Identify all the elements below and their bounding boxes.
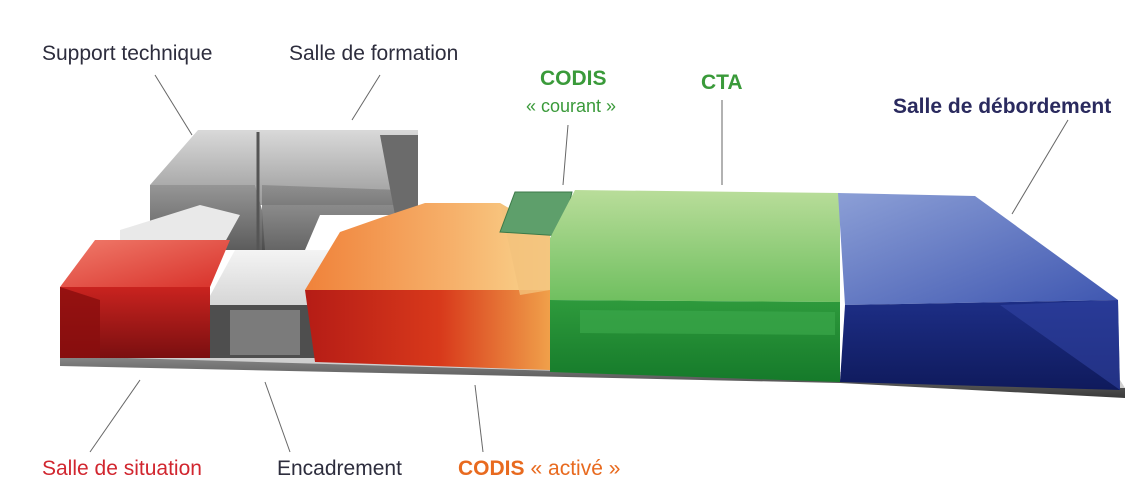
leader-lines [89,74,1069,453]
block-salle-debordement [838,193,1120,390]
leader-codis-courant [562,124,569,186]
block-salle-situation [60,240,230,358]
label-encadrement: Encadrement [277,457,402,480]
base-slab [60,355,1125,398]
label-salle-debordement: Salle de débordement [893,95,1112,118]
leader-situation [89,379,141,453]
label-support-technique: Support technique [42,42,213,65]
label-salle-formation: Salle de formation [289,42,459,65]
leader-formation [351,74,381,121]
label-codis-active: CODIS« activé » [458,458,620,479]
block-encadrement [200,250,330,358]
label-codis-active-sub: « activé » [530,457,621,480]
label-codis-courant-sub: « courant » [526,96,617,116]
block-support-formation [120,130,418,260]
leader-codis-active [474,384,484,453]
label-codis-courant-title: CODIS [540,67,607,90]
leader-support [154,74,193,136]
label-salle-situation: Salle de situation [42,457,202,480]
leader-encadrement [264,381,291,453]
label-codis-active-title: CODIS [458,457,525,480]
label-cta: CTA [701,71,743,94]
leader-debordement [1011,119,1069,215]
block-cta [550,190,840,382]
